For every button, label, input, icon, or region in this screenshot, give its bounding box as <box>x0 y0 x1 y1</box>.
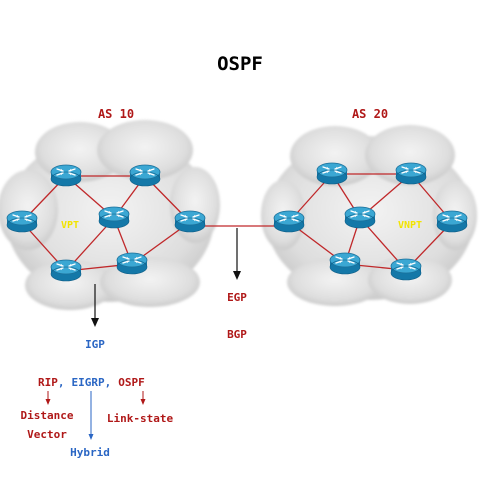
bgp-label: BGP <box>227 328 247 341</box>
diagram-title: OSPF <box>217 53 263 75</box>
as-left-label: AS 10 <box>98 107 134 121</box>
router-icon <box>50 259 82 282</box>
router-icon <box>390 258 422 281</box>
as-right-inner-label: VNPT <box>398 220 422 231</box>
eigrp-label: EIGRP <box>72 376 105 389</box>
router-icon <box>129 164 161 187</box>
down-arrow-icon <box>233 228 241 280</box>
egp-label: EGP <box>227 291 247 304</box>
router-icon <box>436 210 468 233</box>
vector-label: Vector <box>27 428 67 441</box>
router-icon <box>6 210 38 233</box>
ospf-label: OSPF <box>118 376 145 389</box>
as-right-label: AS 20 <box>352 107 388 121</box>
down-arrow-icon <box>88 391 94 440</box>
distance-label: Distance <box>21 409 74 422</box>
router-icon <box>344 206 376 229</box>
as-left-inner-label: VPT <box>61 220 79 231</box>
router-icon <box>395 162 427 185</box>
router-icon <box>98 206 130 229</box>
down-arrow-icon <box>140 391 146 405</box>
protocol-list: RIP,EIGRP,OSPF <box>38 376 145 389</box>
router-icon <box>174 210 206 233</box>
separator: , <box>58 376 65 389</box>
router-icon <box>50 164 82 187</box>
separator: , <box>105 376 112 389</box>
hybrid-label: Hybrid <box>70 446 110 459</box>
router-icon <box>316 162 348 185</box>
router-icon <box>273 210 305 233</box>
router-icon <box>329 252 361 275</box>
router-icon <box>116 252 148 275</box>
down-arrow-icon <box>45 391 51 405</box>
link-state-label: Link-state <box>107 412 174 425</box>
down-arrow-icon <box>91 284 99 327</box>
rip-label: RIP <box>38 376 58 389</box>
igp-label: IGP <box>85 338 105 351</box>
